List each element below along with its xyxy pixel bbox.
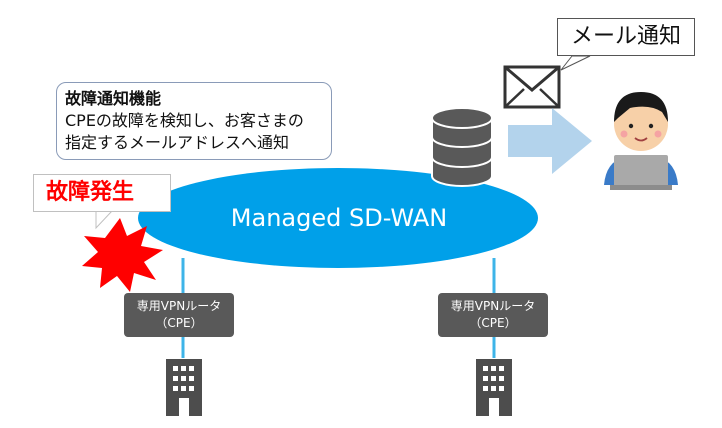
mail-notify-callout: メール通知 [557,18,695,56]
database-icon [431,107,493,187]
network-cloud [138,168,538,268]
cpe-right-name: 専用VPNルータ [450,299,536,313]
network-label: Managed SD-WAN [230,204,448,232]
cpe-left-name: 専用VPNルータ [136,299,222,313]
fault-burst-icon [82,218,163,292]
building-right-icon [476,359,512,416]
fault-label-tail [95,210,114,230]
envelope-icon [503,65,561,109]
info-box-line1: CPEの故障を検知し、お客さまの [65,111,304,130]
notify-arrow [508,108,592,174]
mail-callout-tail [560,55,591,71]
info-box-line2: 指定するメールアドレスへ通知 [65,133,290,152]
fault-label: 故障発生 [33,174,171,212]
cpe-left-box: 専用VPNルータ （CPE） [124,293,234,337]
info-box-title: 故障通知機能 [65,89,162,108]
building-left-icon [166,359,202,416]
cpe-right-sub: （CPE） [469,316,517,330]
operator-person-icon [604,92,678,190]
info-box: 故障通知機能 CPEの故障を検知し、お客さまの 指定するメールアドレスへ通知 [56,82,332,160]
cpe-left-sub: （CPE） [155,316,203,330]
cpe-right-box: 専用VPNルータ （CPE） [438,293,548,337]
